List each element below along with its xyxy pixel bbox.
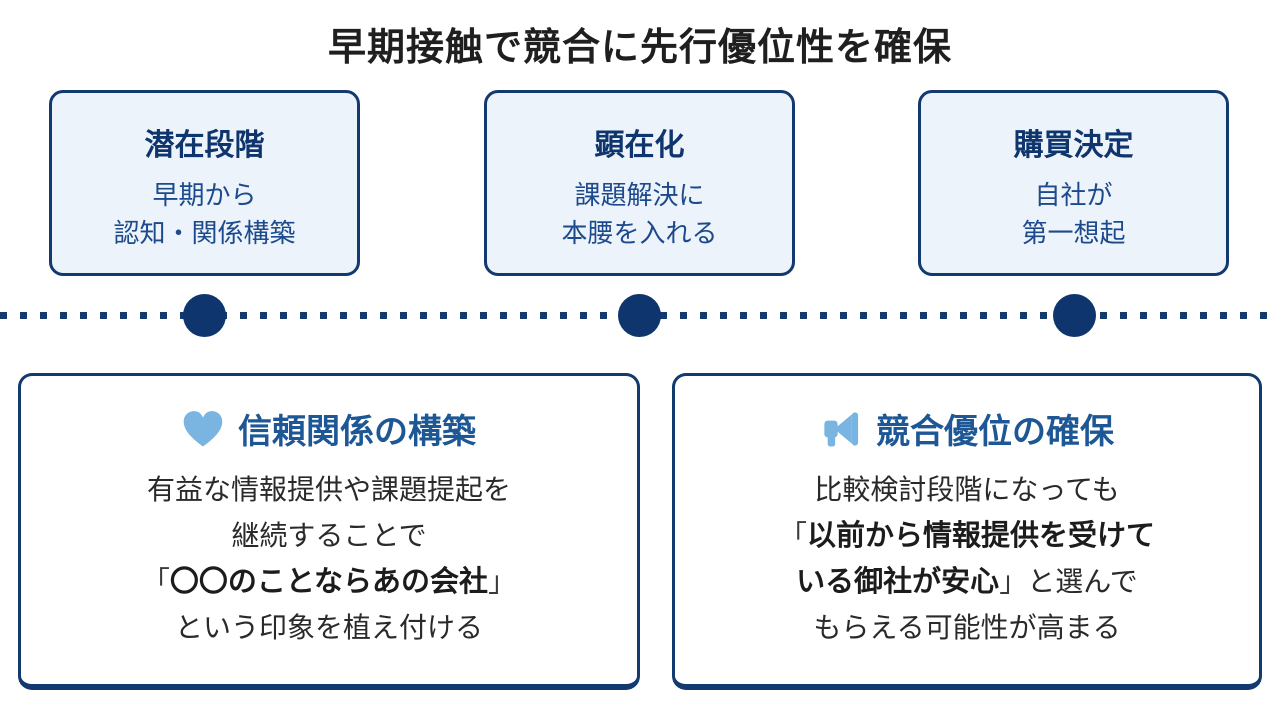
stage-desc-line: 本腰を入れる [561,218,718,248]
timeline-dot [183,294,226,337]
benefit-title: 競合優位の確保 [876,413,1114,451]
benefit-body-line: 継続することで [231,520,427,551]
benefit-body-bold: 以前から情報提供を受けて [807,520,1156,552]
megaphone-icon [824,411,859,446]
benefit-header: 信頼関係の構築 [21,404,637,453]
stage-description: 早期から 認知・関係構築 [52,176,357,252]
benefit-box-advantage: 競合優位の確保 比較検討段階になっても 「以前から情報提供を受けて いる御社が安… [672,373,1262,690]
stage-box-manifest: 顕在化 課題解決に 本腰を入れる [484,90,795,276]
stage-desc-line: 第一想起 [1021,218,1126,248]
benefit-body: 有益な情報提供や課題提起を 継続することで 「〇〇のことならあの会社」 という印… [21,467,637,651]
benefit-header: 競合優位の確保 [675,404,1259,453]
stage-box-purchase: 購買決定 自社が 第一想起 [918,90,1229,276]
benefit-body-line: 有益な情報提供や課題提起を [146,474,511,505]
benefit-box-trust: 信頼関係の構築 有益な情報提供や課題提起を 継続することで 「〇〇のことならあの… [18,373,640,690]
benefit-body-bold: いる御社が安心 [796,566,1000,598]
heart-icon [183,410,223,446]
timeline-dot [1053,294,1096,337]
benefit-body-line: 比較検討段階になっても [814,474,1120,505]
stage-description: 自社が 第一想起 [921,176,1226,252]
benefit-body: 比較検討段階になっても 「以前から情報提供を受けて いる御社が安心」と選んで も… [675,467,1259,651]
stage-box-latent: 潜在段階 早期から 認知・関係構築 [49,90,360,276]
benefit-body-line: もらえる可能性が高まる [813,612,1121,643]
stage-name: 顕在化 [594,129,685,162]
benefit-body-line: という印象を植え付ける [174,612,483,643]
stage-name: 潜在段階 [144,129,265,162]
page-title: 早期接触で競合に先行優位性を確保 [327,27,952,69]
stage-desc-line: 自社が [1034,180,1113,210]
benefit-body-line: と選んで [1027,566,1138,597]
stage-desc-line: 課題解決に [574,180,705,210]
benefit-title: 信頼関係の構築 [238,413,476,451]
benefit-body-bold: 〇〇のことならあの会社 [169,566,489,598]
close-bracket: 」 [488,566,517,597]
close-bracket: 」 [999,566,1028,597]
open-bracket: 「 [141,566,170,597]
timeline-dot [618,294,661,337]
stage-name: 購買決定 [1013,129,1134,162]
stage-desc-line: 認知・関係構築 [113,218,296,248]
stage-description: 課題解決に 本腰を入れる [487,176,792,252]
open-bracket: 「 [778,520,807,551]
stage-desc-line: 早期から [152,180,257,210]
